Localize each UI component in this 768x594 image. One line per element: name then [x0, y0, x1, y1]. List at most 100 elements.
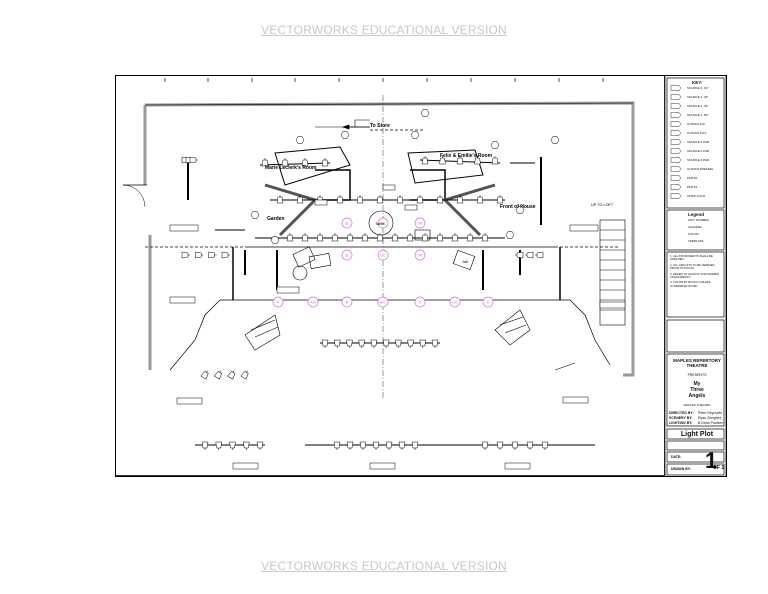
lighting-instrument-icon — [256, 441, 264, 450]
lighting-instrument-icon — [436, 195, 444, 204]
svg-text:UC: UC — [380, 221, 386, 225]
svg-text:UL: UL — [345, 221, 350, 225]
lighting-instrument-icon — [481, 233, 489, 242]
key-symbol-icon — [670, 193, 682, 199]
svg-text:DC: DC — [380, 253, 386, 257]
key-symbol-icon — [670, 85, 682, 91]
theatre-name: MAPLES REPERTORY THEATRE — [673, 358, 721, 368]
lighting-instrument-icon — [419, 339, 427, 348]
lighting-instrument-icon — [276, 195, 284, 204]
area-marker: B/C — [377, 296, 389, 308]
label-up-to-loft: UP TO LOFT — [591, 203, 614, 207]
lighting-instrument-icon — [526, 441, 534, 450]
label-front-of-house: Front of House — [500, 204, 536, 210]
legend-item-label: COLOR — [688, 232, 699, 236]
lighting-instrument-icon — [195, 251, 204, 259]
svg-text:A/B: A/B — [310, 300, 316, 304]
key-item-label: SOURCE 4, 26° — [687, 96, 709, 99]
key-symbol-icon — [670, 139, 682, 145]
lighting-instrument-icon — [525, 251, 534, 259]
lighting-instrument-icon — [396, 195, 404, 204]
show-title-line2: Three — [690, 387, 704, 393]
svg-text:DL: DL — [345, 253, 350, 257]
lighting-instrument-icon — [296, 195, 304, 204]
lighting-instrument-icon — [333, 441, 341, 450]
lighting-instrument-icon — [286, 233, 294, 242]
area-marker: UC — [377, 217, 389, 229]
key-symbol-icon — [670, 166, 682, 172]
lighting-instrument-icon — [511, 441, 519, 450]
area-marker: DR — [414, 249, 426, 261]
area-marker: A — [272, 296, 284, 308]
lighting-instrument-icon — [242, 441, 250, 450]
key-list: SOURCE 4, 19°SOURCE 4, 26°SOURCE 4, 36°S… — [687, 87, 724, 204]
key-symbol-icon — [670, 103, 682, 109]
position-hex-icon — [295, 136, 305, 144]
svg-text:B/C: B/C — [380, 300, 386, 304]
key-symbol-icon — [670, 148, 682, 154]
venue-label: MAPLES THEATRE — [683, 403, 711, 407]
lighting-instrument-icon — [456, 195, 464, 204]
lighting-instrument-icon — [382, 339, 390, 348]
legend-title: Legend — [688, 212, 705, 217]
lighting-instrument-icon — [451, 233, 459, 242]
lighting-instrument-icon — [359, 441, 367, 450]
key-symbol-icon — [670, 112, 682, 118]
to-store-arrow — [341, 124, 370, 130]
lighting-instrument-icon — [474, 156, 481, 165]
key-item-label: SOURCE 4 PAR — [687, 150, 710, 153]
lighting-instrument-icon — [411, 441, 419, 450]
lighting-instrument-icon — [221, 251, 230, 259]
position-hex-icon — [550, 136, 560, 144]
area-marker: C — [414, 296, 426, 308]
lighting-instrument-icon — [181, 251, 190, 259]
label-marie-room: Marie Leclerk's Room — [265, 165, 317, 171]
scale-ticks — [164, 78, 604, 82]
lighting-instrument-icon — [358, 339, 365, 348]
label-to-store: To Store — [370, 123, 390, 129]
key-item-label: SOURCE 4, 36° — [687, 105, 709, 108]
sheet-of: OF 1 — [713, 465, 725, 471]
lighting-instrument-icon — [439, 156, 446, 165]
note-line: 3. REFER TO HOOKUP FOR DIMMER ASSIGNMENT… — [670, 271, 719, 280]
svg-text:B: B — [346, 300, 349, 304]
date-label: DATE: — [671, 455, 682, 459]
area-marker: UL — [341, 217, 353, 229]
lighting-instrument-icon — [261, 158, 269, 167]
pipe-label-boxes — [169, 184, 626, 470]
lighting-instrument-icon — [376, 233, 384, 242]
drawn-label: DRAWN BY: — [671, 467, 691, 471]
svg-text:UR: UR — [417, 221, 423, 225]
position-hex-icon — [250, 211, 260, 219]
position-hex-icon — [340, 131, 350, 139]
key-symbol-icon — [670, 94, 682, 100]
note-line: 4. COLOR BY ROSCO UNLESS OTHERWISE NOTED — [670, 280, 711, 288]
position-hex-icon — [515, 206, 525, 214]
watermark-bottom: VECTORWORKS EDUCATIONAL VERSION — [261, 559, 507, 573]
position-hex-icon — [410, 131, 420, 139]
sheet-title: Light Plot — [680, 431, 714, 438]
lighting-instrument-icon — [372, 441, 380, 450]
lighting-instrument-icon — [456, 156, 464, 165]
lighting-instrument-icon — [416, 195, 424, 204]
lighting-instrument-icon — [229, 441, 236, 450]
lighting-instrument-icon — [466, 233, 474, 242]
area-marker: B — [341, 296, 353, 308]
note-line: 1. ALL INSTRUMENTS SHALL BE SAFETIED — [670, 254, 713, 262]
lighting-instrument-icon — [336, 195, 344, 204]
lighting-label: LIGHTING BY: — [669, 421, 693, 425]
svg-text:D: D — [487, 300, 490, 304]
lighting-instrument-icon — [515, 251, 524, 259]
lighting-instrument-icon — [391, 233, 399, 242]
lighting-instrument-icon — [421, 233, 429, 242]
lighting-instrument-icon — [331, 233, 339, 242]
lighting-instrument-icon — [376, 195, 384, 204]
booms — [187, 157, 542, 290]
lighting-instrument-icon — [406, 233, 414, 242]
lighting-instrument-icon — [395, 339, 402, 348]
key-item-label: SOURCE 4, 50° — [687, 114, 709, 117]
lighting-instrument-icon — [476, 195, 484, 204]
note-line: 2. ALL CIRCUITS TO BE VERIFIED PRIOR TO … — [670, 262, 715, 271]
